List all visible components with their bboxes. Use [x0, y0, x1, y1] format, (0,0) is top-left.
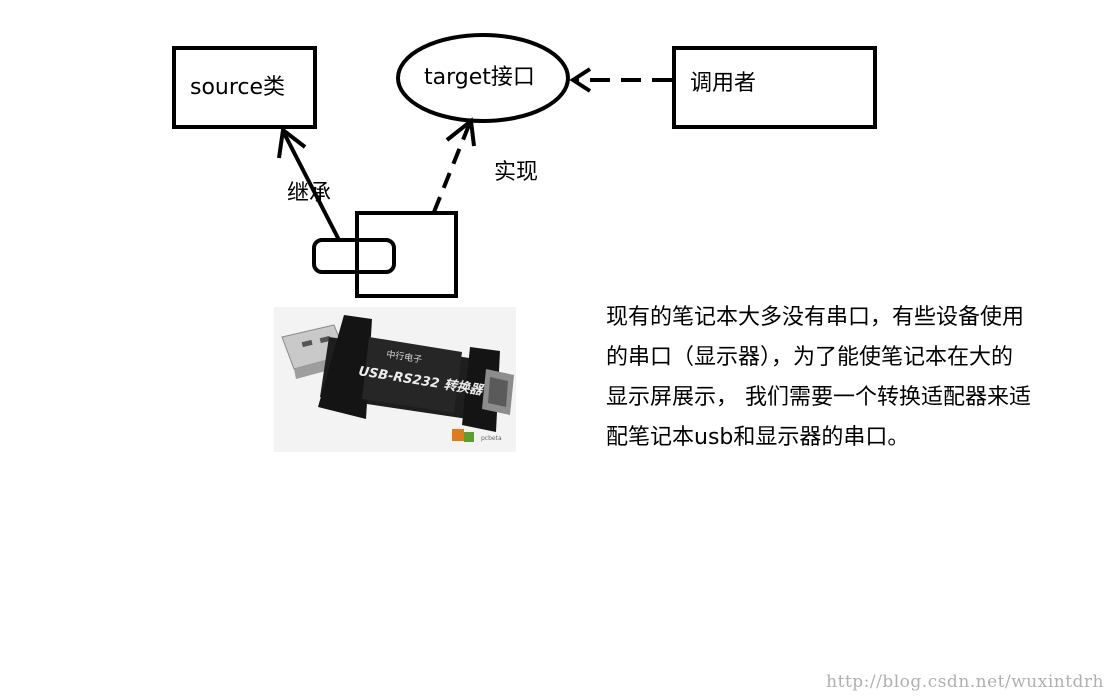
- usb-rs232-adapter-photo: pcbeta 中行电子 USB-RS232 转换器: [274, 307, 516, 452]
- watermark-url: http://blog.csdn.net/wuxintdrh: [826, 672, 1104, 692]
- caller-box: [672, 46, 877, 129]
- inherit-arrow-line: [282, 132, 341, 241]
- description-line: 现有的笔记本大多没有串口，有些设备使用: [606, 305, 1025, 330]
- implement-label: 实现: [494, 160, 539, 185]
- implement-arrow-line: [432, 124, 471, 213]
- source-class-label: source类: [190, 75, 286, 100]
- adapter-box: [355, 211, 458, 298]
- description-line: 配笔记本usb和显示器的串口。: [606, 425, 910, 450]
- caller-arrow-head: [569, 67, 592, 93]
- description-line: 显示屏展示， 我们需要一个转换适配器来适: [606, 385, 1031, 410]
- description-paragraph: 现有的笔记本大多没有串口，有些设备使用 的串口（显示器），为了能使笔记本在大的 …: [606, 298, 1066, 458]
- adapter-composition-shape: [312, 238, 396, 274]
- target-interface-label: target接口: [424, 65, 535, 90]
- inherit-arrow-head: [277, 126, 307, 159]
- source-class-box: [172, 46, 317, 129]
- description-line: 的串口（显示器），为了能使笔记本在大的: [606, 345, 1014, 370]
- svg-text:pcbeta: pcbeta: [481, 435, 502, 442]
- inherit-label: 继承: [287, 181, 332, 206]
- target-interface-ellipse: [396, 33, 570, 123]
- caller-label: 调用者: [690, 71, 757, 96]
- implement-arrow-head: [445, 117, 476, 147]
